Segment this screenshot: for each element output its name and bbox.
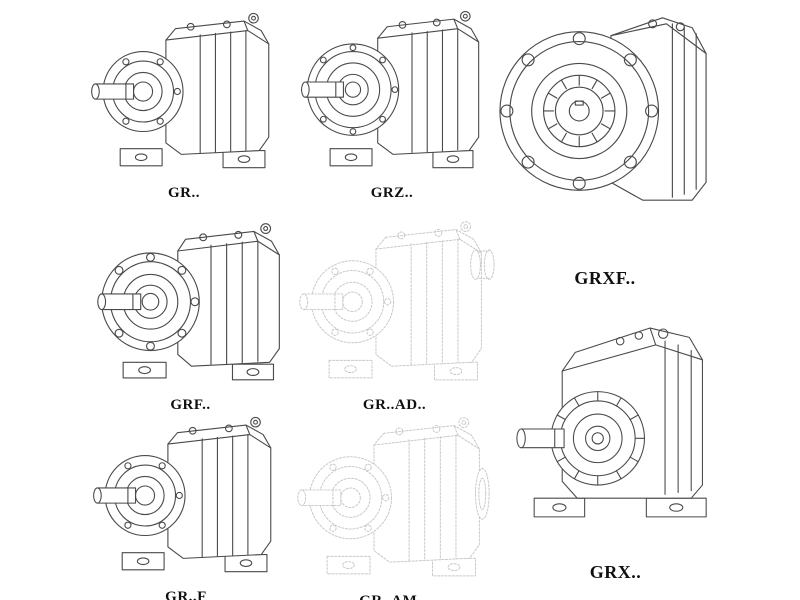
gearbox-gr-am-drawing bbox=[297, 417, 490, 577]
motor-adapter-flange-detail bbox=[474, 467, 490, 520]
gearbox-grxf-drawing bbox=[499, 17, 707, 201]
model-label-grx: GRX.. bbox=[589, 561, 642, 582]
gearbox-gr-drawing bbox=[91, 12, 270, 169]
model-label-gr-ad: GR..AD.. bbox=[362, 397, 427, 414]
gearbox-grz-drawing bbox=[300, 10, 480, 169]
figure-grx: GRX.. bbox=[508, 300, 723, 583]
figure-gr: GR.. bbox=[84, 2, 284, 202]
gearbox-gr-f-drawing bbox=[93, 416, 272, 573]
figure-gr-f: GR..F bbox=[86, 406, 286, 600]
figure-grz: GRZ.. bbox=[292, 2, 492, 202]
figure-gr-ad: GR..AD.. bbox=[292, 210, 497, 414]
model-label-gr-am: GR..AM.. bbox=[359, 593, 426, 600]
model-label-grz: GRZ.. bbox=[370, 184, 414, 201]
gearbox-grf-drawing bbox=[97, 223, 280, 381]
gearbox-gr-ad-drawing bbox=[299, 221, 495, 381]
input-adapter-detail bbox=[470, 249, 495, 280]
gearbox-grx-drawing bbox=[516, 327, 707, 518]
model-label-grxf: GRXF.. bbox=[574, 267, 636, 288]
figure-grxf: GRXF.. bbox=[496, 0, 714, 289]
model-label-gr-f: GR..F bbox=[165, 588, 207, 600]
model-label-gr: GR.. bbox=[168, 184, 200, 201]
model-label-grf: GRF.. bbox=[170, 397, 211, 414]
figure-gr-am: GR..AM.. bbox=[290, 406, 495, 600]
figure-grf: GRF.. bbox=[88, 210, 293, 414]
